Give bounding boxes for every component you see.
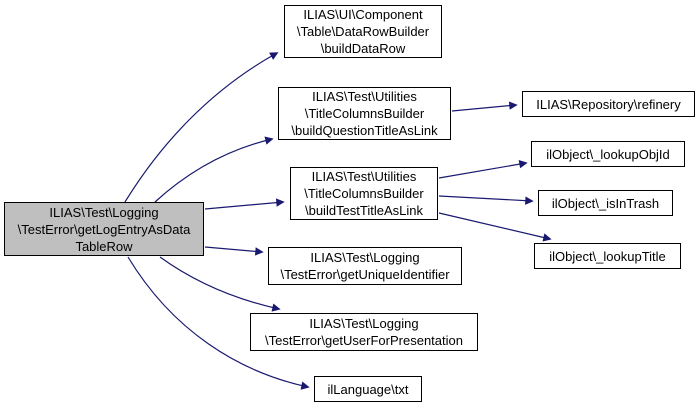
node-label-line: \TestError\getUserForPresentation	[265, 333, 463, 348]
node-label-line: \TestError\getLogEntryAsData	[17, 221, 191, 237]
node-get-user-for-presentation[interactable]: ILIAS\Test\Logging \TestError\getUserFor…	[250, 313, 478, 351]
node-label-line: \TitleColumnsBuilder	[304, 106, 425, 121]
node-label-line: \TitleColumnsBuilder	[304, 186, 424, 201]
edge-root-to-get-unique-identifier	[204, 246, 264, 256]
edge-build-test-title-to-is-in-trash	[438, 195, 534, 205]
edge-root-to-build-question-title-as-link	[154, 136, 274, 203]
node-label-line: ILIAS\Test\Logging	[310, 250, 420, 265]
node-build-question-title-as-link[interactable]: ILIAS\Test\Utilities \TitleColumnsBuilde…	[278, 87, 451, 140]
edge-root-to-get-user-for-presentation	[159, 256, 281, 312]
edge-build-test-title-to-lookup-title	[438, 212, 552, 242]
node-label-line: ilObject\_lookupObjId	[546, 146, 670, 162]
node-is-in-trash[interactable]: ilObject\_isInTrash	[538, 190, 673, 216]
node-label-line: ILIAS\Repository\refinery	[536, 96, 681, 112]
node-lookup-obj-id[interactable]: ilObject\_lookupObjId	[531, 141, 685, 167]
node-label-line: \buildDataRow	[320, 41, 406, 56]
node-label-line: ilLanguage\txt	[327, 381, 409, 397]
node-il-language-txt[interactable]: ilLanguage\txt	[314, 376, 422, 402]
node-label-line: ILIAS\Test\Utilities	[311, 169, 417, 184]
node-label-line: ILIAS\Test\Logging	[49, 204, 159, 220]
node-repository-refinery[interactable]: ILIAS\Repository\refinery	[522, 91, 695, 117]
edge-root-to-il-language-txt	[127, 256, 310, 390]
node-label-line: ilObject\_lookupTitle	[549, 248, 666, 264]
edge-root-to-build-data-row	[124, 52, 279, 203]
edge-build-question-title-to-refinery	[451, 101, 518, 112]
node-label-line: \buildTestTitleAsLink	[304, 203, 423, 218]
node-label-line: \buildQuestionTitleAsLink	[291, 123, 438, 138]
node-get-log-entry-as-data-table-row: ILIAS\Test\Logging \TestError\getLogEntr…	[4, 202, 204, 256]
node-build-data-row[interactable]: ILIAS\UI\Component \Table\DataRowBuilder…	[284, 5, 442, 58]
node-label-line: ILIAS\Test\Utilities	[312, 89, 417, 104]
node-get-unique-identifier[interactable]: ILIAS\Test\Logging \TestError\getUniqueI…	[268, 247, 462, 285]
edge-root-to-build-test-title-as-link	[204, 198, 285, 210]
node-label-line: TableRow	[75, 238, 133, 254]
node-label-line: \TestError\getUniqueIdentifier	[280, 267, 450, 282]
node-build-test-title-as-link[interactable]: ILIAS\Test\Utilities \TitleColumnsBuilde…	[290, 167, 438, 220]
node-label-line: ilObject\_isInTrash	[551, 195, 660, 211]
edge-build-test-title-to-lookup-obj-id	[438, 160, 528, 179]
node-lookup-title[interactable]: ilObject\_lookupTitle	[534, 243, 681, 269]
node-label-line: ILIAS\UI\Component	[303, 7, 423, 22]
node-label-line: \Table\DataRowBuilder	[296, 24, 430, 39]
node-label-line: ILIAS\Test\Logging	[309, 316, 419, 331]
